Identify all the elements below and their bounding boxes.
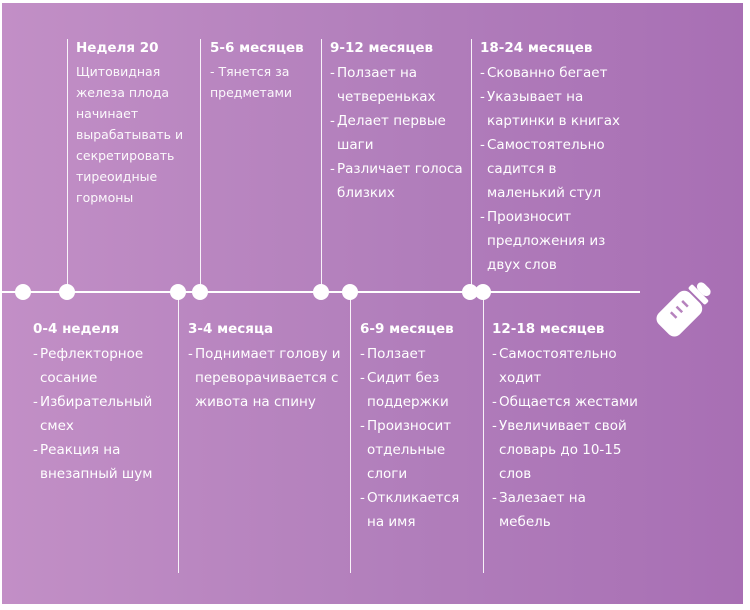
- list-item: -Произносит отдельные слоги: [360, 418, 452, 482]
- milestone-12-18-months: 12-18 месяцев -Самостоятельно ходит -Общ…: [492, 320, 640, 534]
- connector-12-18-months: [483, 293, 484, 573]
- milestone-note: Щитовидная железа плода начинает вырабат…: [76, 64, 184, 205]
- timeline-dot: [342, 284, 358, 300]
- timeline-panel: Неделя 20 Щитовидная железа плода начина…: [2, 3, 743, 604]
- timeline-dot: [475, 284, 491, 300]
- list-item: -Рефлекторное сосание: [33, 346, 144, 386]
- timeline-dot: [462, 284, 478, 300]
- milestone-title: 5-6 месяцев: [210, 40, 304, 56]
- timeline-dot: [59, 284, 75, 300]
- baby-bottle-icon: [656, 282, 711, 337]
- timeline-dot: [170, 284, 186, 300]
- list-item: -Скованно бегает: [480, 65, 608, 81]
- connector-6-9-months: [350, 293, 351, 573]
- connector-18-24-months: [471, 39, 472, 291]
- list-item: -Откликается на имя: [360, 490, 460, 530]
- list-item: -Ползает: [360, 346, 426, 362]
- connector-week20: [67, 39, 68, 291]
- list-item: -Залезает на мебель: [492, 490, 586, 530]
- milestone-0-4-weeks: 0-4 неделя -Рефлекторное сосание -Избира…: [33, 320, 168, 486]
- list-item: -Самостоятельно садится в маленький стул: [480, 137, 605, 201]
- connector-5-6-months: [200, 39, 201, 291]
- milestone-note: - Тянется за предметами: [210, 64, 293, 100]
- milestone-title: 0-4 неделя: [33, 321, 120, 337]
- milestone-title: 12-18 месяцев: [492, 321, 605, 337]
- timeline-dot: [15, 284, 31, 300]
- timeline-dot: [313, 284, 329, 300]
- list-item: -Поднимает голову и переворачивается с ж…: [188, 346, 341, 410]
- list-item: -Ползает на четвереньках: [330, 65, 436, 105]
- list-item: -Избирательный смех: [33, 394, 153, 434]
- milestone-week20: Неделя 20 Щитовидная железа плода начина…: [76, 39, 194, 208]
- milestone-title: 6-9 месяцев: [360, 321, 454, 337]
- timeline-dot: [192, 284, 208, 300]
- connector-9-12-months: [321, 39, 322, 291]
- list-item: -Реакция на внезапный шум: [33, 442, 153, 482]
- list-item: -Самостоятельно ходит: [492, 346, 617, 386]
- list-item: -Сидит без поддержки: [360, 370, 449, 410]
- connector-3-4-months: [178, 293, 179, 573]
- list-item: -Произносит предложения из двух слов: [480, 209, 606, 273]
- milestone-5-6-months: 5-6 месяцев - Тянется за предметами: [210, 39, 316, 103]
- milestone-title: 3-4 месяца: [188, 321, 274, 337]
- list-item: -Различает голоса близких: [330, 161, 463, 201]
- milestone-3-4-months: 3-4 месяца -Поднимает голову и переворач…: [188, 320, 344, 414]
- milestone-9-12-months: 9-12 месяцев -Ползает на четвереньках -Д…: [330, 39, 470, 205]
- milestone-18-24-months: 18-24 месяцев -Скованно бегает -Указывае…: [480, 39, 636, 277]
- list-item: -Общается жестами: [492, 394, 638, 410]
- list-item: -Увеличивает свой словарь до 10-15 слов: [492, 418, 627, 482]
- list-item: -Указывает на картинки в книгах: [480, 89, 621, 129]
- milestone-title: Неделя 20: [76, 40, 159, 56]
- milestone-6-9-months: 6-9 месяцев -Ползает -Сидит без поддержк…: [360, 320, 478, 534]
- milestone-title: 18-24 месяцев: [480, 40, 593, 56]
- list-item: -Делает первые шаги: [330, 113, 446, 153]
- milestone-title: 9-12 месяцев: [330, 40, 434, 56]
